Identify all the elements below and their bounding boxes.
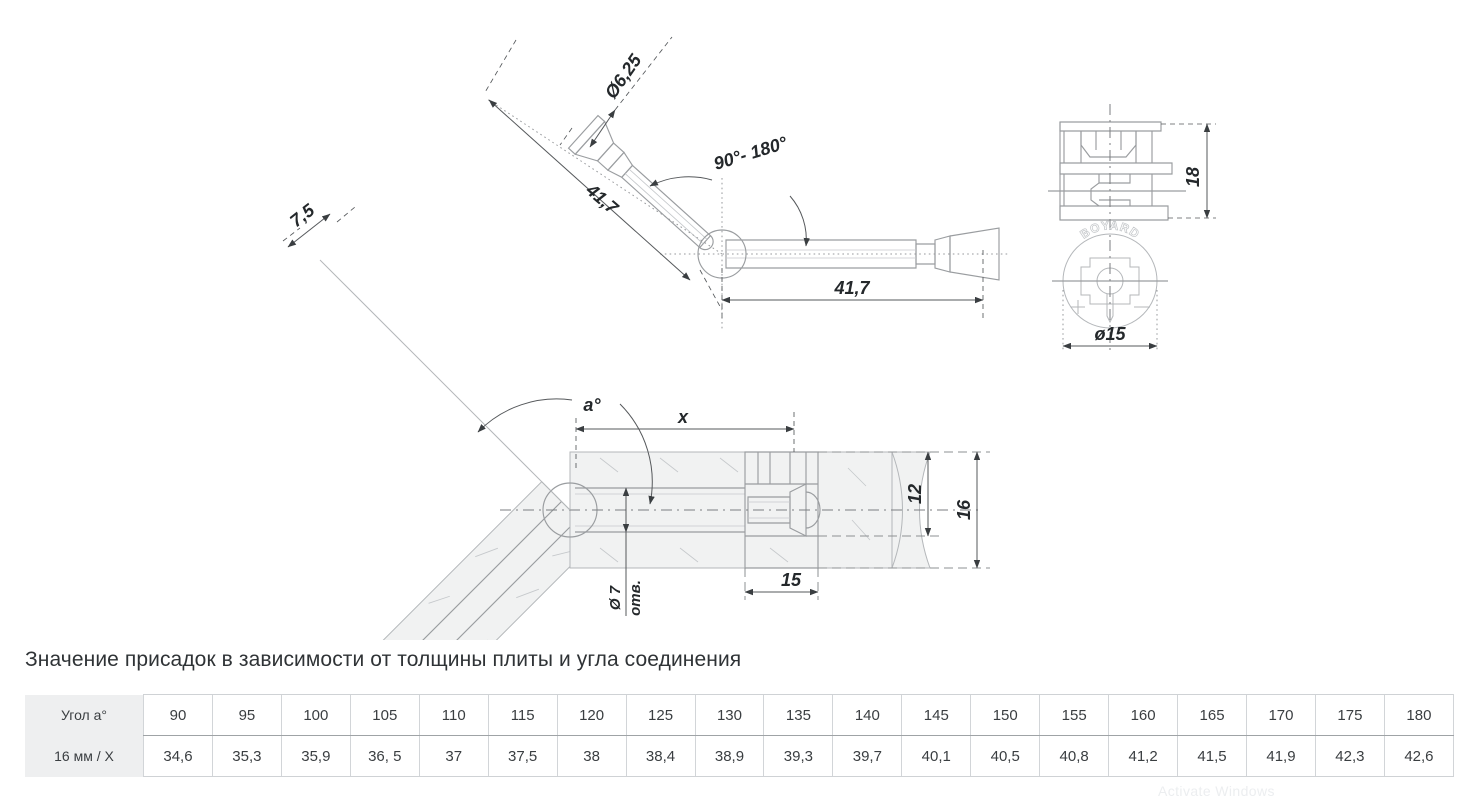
dim-thickness-group: 12 16 (818, 451, 990, 569)
screw-assembly-view: Ø6,25 41,7 90°- 180° 41,7 (483, 36, 1010, 330)
horizontal-bolt-body (725, 227, 1000, 281)
angle-cell: 160 (1108, 694, 1178, 736)
angle-range-label: 90°- 180° (711, 132, 790, 173)
value-cell: 40,8 (1039, 735, 1109, 777)
value-cell: 40,1 (901, 735, 971, 777)
value-cell: 39,3 (763, 735, 833, 777)
dim-center-depth-label: 12 (905, 484, 925, 504)
value-cell: 36, 5 (349, 735, 420, 777)
value-cell: 38,4 (625, 735, 695, 777)
dim-hole-note-label: отв. (627, 580, 644, 616)
dim-screw-diameter-label: Ø6,25 (601, 50, 646, 102)
dim-joint-angle: a° (477, 395, 655, 505)
dim-cam-diameter-label: ø15 (1094, 324, 1126, 344)
dim-edge-offset: 7,5 (282, 199, 356, 248)
dim-cam-height-label: 18 (1183, 167, 1203, 187)
activate-windows-watermark: Activate Windows (1158, 783, 1275, 799)
dim-joint-angle-label: a° (583, 395, 601, 415)
value-cell: 42,6 (1383, 735, 1455, 777)
angle-cell: 105 (349, 694, 420, 736)
dim-cam-depth: 15 (744, 568, 819, 600)
angle-cell: 115 (487, 694, 558, 736)
angle-cell: 135 (763, 694, 833, 736)
dim-horizontal-length-label: 41,7 (833, 278, 870, 298)
cam-views: 18 BOYARD ø15 (1048, 104, 1216, 352)
angle-range-callout: 90°- 180° (649, 132, 810, 247)
angle-cell: 145 (901, 694, 971, 736)
value-cell: 38 (556, 735, 627, 777)
angle-cell: 120 (556, 694, 627, 736)
value-cell: 34,6 (143, 735, 213, 777)
angled-board (265, 481, 599, 640)
dim-board-thickness-label: 16 (954, 499, 974, 520)
angle-cell: 170 (1246, 694, 1316, 736)
dim-cam-depth-label: 15 (781, 570, 802, 590)
chart-title: Значение присадок в зависимости от толщи… (25, 648, 742, 671)
angle-cell: 155 (1039, 694, 1109, 736)
dim-hole-diameter-label: Ø 7 (607, 585, 624, 610)
value-cell: 41,5 (1177, 735, 1247, 777)
angle-cell: 150 (970, 694, 1040, 736)
angle-cell: 165 (1177, 694, 1247, 736)
dim-hole-diameter: Ø 7 отв. (607, 487, 644, 616)
dim-x: x (575, 407, 795, 470)
dim-screw-diameter: Ø6,25 (559, 36, 673, 148)
value-cell: 41,9 (1246, 735, 1316, 777)
angle-cell: 100 (280, 694, 351, 736)
dim-angled-length: 41,7 (483, 39, 723, 311)
value-cell: 35,3 (211, 735, 282, 777)
value-cell: 37 (418, 735, 489, 777)
value-cell: 37,5 (487, 735, 558, 777)
row-header-thickness: 16 мм / X (25, 735, 144, 777)
angle-cell: 110 (418, 694, 489, 736)
value-cell: 40,5 (970, 735, 1040, 777)
dim-horizontal-length: 41,7 (721, 250, 984, 318)
angle-cell: 90 (143, 694, 213, 736)
section-assembly-view: 7,5 a° x Ø 7 отв. 15 (265, 199, 990, 640)
angle-cell: 125 (625, 694, 695, 736)
angle-cell: 180 (1383, 694, 1455, 736)
angle-cell: 175 (1314, 694, 1385, 736)
angle-cell: 130 (694, 694, 764, 736)
angle-cell: 95 (211, 694, 282, 736)
values-table-block: Значение присадок в зависимости от толщи… (0, 640, 1479, 791)
dim-angled-length-label: 41,7 (582, 179, 623, 218)
value-cell: 41,2 (1108, 735, 1178, 777)
dim-x-label: x (677, 407, 689, 427)
angle-cell: 140 (832, 694, 902, 736)
value-cell: 39,7 (832, 735, 902, 777)
cam-face-view: BOYARD ø15 (1052, 218, 1168, 352)
value-cell: 38,9 (694, 735, 764, 777)
cam-side-view: 18 (1048, 104, 1216, 238)
value-cell: 42,3 (1314, 735, 1385, 777)
value-cell: 35,9 (280, 735, 351, 777)
row-header-angle: Угол a° (25, 694, 144, 736)
technical-drawing-canvas: Ø6,25 41,7 90°- 180° 41,7 (265, 36, 1216, 640)
